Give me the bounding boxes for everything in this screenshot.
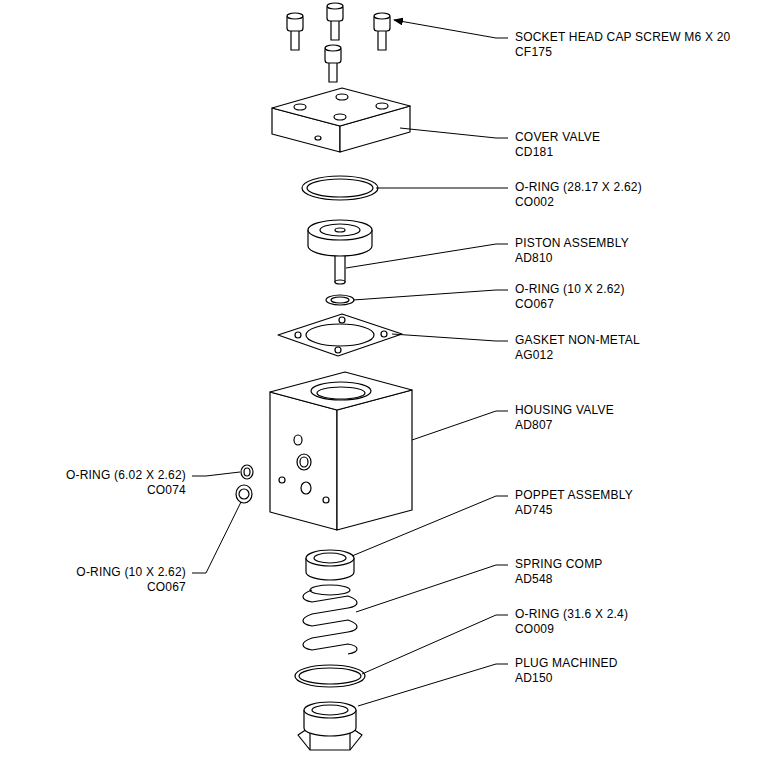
part-number: CO074 <box>147 483 186 498</box>
spring <box>303 585 357 654</box>
part-number: AD745 <box>515 503 553 518</box>
o-ring <box>295 665 365 687</box>
poppet-assembly <box>306 550 354 580</box>
part-number: CF175 <box>515 45 552 60</box>
plug <box>298 702 362 750</box>
part-number: CD181 <box>515 145 553 160</box>
o-ring <box>236 465 253 503</box>
part-number: AD807 <box>515 418 553 433</box>
part-name: O-RING (28.17 X 2.62) <box>515 180 642 195</box>
part-name: O-RING (10 X 2.62) <box>76 565 186 580</box>
cover-valve <box>272 88 410 152</box>
part-name: COVER VALVE <box>515 130 600 145</box>
part-name: HOUSING VALVE <box>515 403 614 418</box>
piston-assembly <box>308 220 372 284</box>
part-name: O-RING (31.6 X 2.4) <box>515 607 628 622</box>
leader-lines <box>192 20 508 706</box>
part-number: CO009 <box>515 622 554 637</box>
part-number: CO067 <box>515 297 554 312</box>
screw <box>287 3 390 82</box>
part-number: CO002 <box>515 195 554 210</box>
part-name: SPRING COMP <box>515 557 603 572</box>
part-number: AD150 <box>515 671 553 686</box>
housing-valve <box>270 372 412 530</box>
gasket <box>278 314 402 356</box>
part-number: AD548 <box>515 572 553 587</box>
part-name: SOCKET HEAD CAP SCREW M6 X 20 <box>515 30 730 45</box>
part-number: AD810 <box>515 251 553 266</box>
part-number: AG012 <box>515 348 553 363</box>
part-name: POPPET ASSEMBLY <box>515 488 633 503</box>
o-ring <box>302 176 378 200</box>
part-name: GASKET NON-METAL <box>515 333 640 348</box>
o-ring <box>326 295 354 305</box>
part-name: PLUG MACHINED <box>515 656 618 671</box>
part-name: O-RING (6.02 X 2.62) <box>66 468 186 483</box>
part-name: O-RING (10 X 2.62) <box>515 282 625 297</box>
part-name: PISTON ASSEMBLY <box>515 236 629 251</box>
part-number: CO067 <box>147 580 186 595</box>
